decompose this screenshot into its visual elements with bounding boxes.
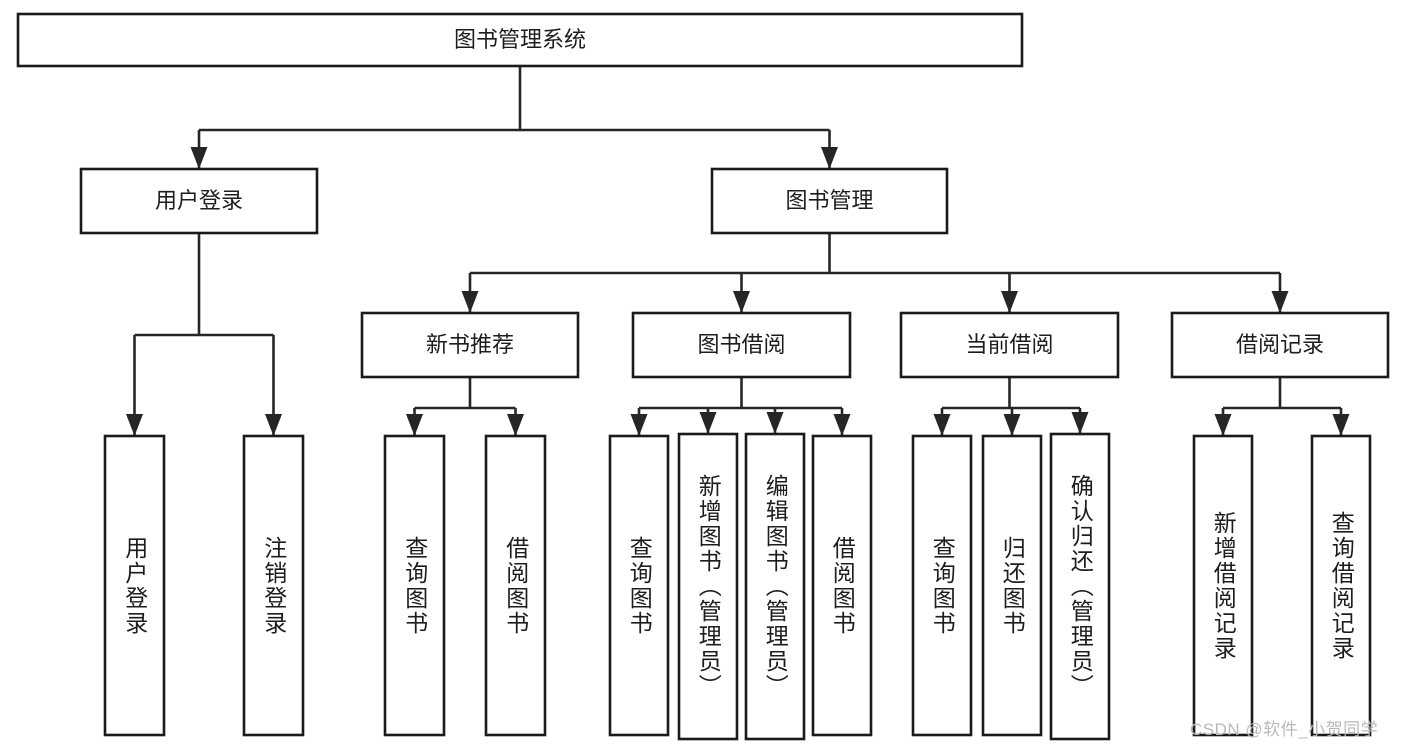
book-borrow-to-leaves-arrow-0 <box>630 414 648 436</box>
node-box-user-login <box>79 167 319 235</box>
book-borrow-to-leaves-arrow-1 <box>699 412 717 434</box>
node-box-leaf-user-logout <box>242 434 305 737</box>
node-box-leaf-user-login <box>103 434 166 737</box>
current-borrow-to-leaves-arrow-1 <box>1003 414 1021 436</box>
node-label-borrow-records: 借阅记录 <box>1236 332 1324 357</box>
node-box-leaf-borrow-books-rec <box>484 434 547 737</box>
bookmgmt-to-level3-arrow-2 <box>1001 291 1018 313</box>
node-box-book-management <box>710 167 949 235</box>
node-box-layer <box>16 12 1390 741</box>
node-box-new-book-recommend <box>360 311 580 379</box>
node-box-leaf-query-books-borrow <box>608 434 670 737</box>
current-borrow-to-leaves-arrow-2 <box>1071 412 1089 434</box>
node-box-leaf-query-books-rec <box>383 434 446 737</box>
node-label-current-borrow: 当前借阅 <box>965 332 1053 357</box>
book-borrow-to-leaves-arrow-3 <box>833 414 851 436</box>
borrow-records-to-leaves-arrow-1 <box>1332 414 1350 436</box>
bookmgmt-to-level3-arrow-0 <box>461 291 479 313</box>
node-box-borrow-records <box>1170 311 1390 379</box>
node-box-leaf-add-borrow-record <box>1192 434 1254 737</box>
user-login-to-leaves-arrow-1 <box>265 414 282 436</box>
new-book-recommend-to-leaves-arrow-0 <box>406 414 423 436</box>
node-box-leaf-confirm-return-admin <box>1049 432 1111 741</box>
user-login-to-leaves-arrow-0 <box>126 414 143 436</box>
new-book-recommend-to-leaves-arrow-1 <box>507 414 524 436</box>
book-borrow-to-leaves-arrow-2 <box>766 412 784 434</box>
node-box-leaf-borrow-book <box>811 434 873 737</box>
node-box-current-borrow <box>899 311 1120 379</box>
node-label-user-login: 用户登录 <box>155 188 243 213</box>
node-box-leaf-query-borrow-record <box>1310 434 1372 737</box>
node-box-leaf-add-book-admin <box>677 432 739 741</box>
connector-layer <box>126 66 1350 436</box>
root-to-level2-arrow-0 <box>190 147 208 169</box>
current-borrow-to-leaves-arrow-0 <box>933 414 951 436</box>
node-box-book-borrow <box>631 311 852 379</box>
node-box-root <box>16 12 1024 68</box>
csdn-watermark: CSDN @软件_小贺同学 <box>1190 720 1379 739</box>
node-box-leaf-query-books-current <box>911 434 973 737</box>
node-label-new-book-recommend: 新书推荐 <box>426 332 514 357</box>
node-label-book-borrow: 图书借阅 <box>697 332 785 357</box>
bookmgmt-to-level3-arrow-3 <box>1271 291 1289 313</box>
bookmgmt-to-level3-arrow-1 <box>733 291 750 313</box>
node-box-leaf-edit-book-admin <box>744 432 806 741</box>
node-label-book-management: 图书管理 <box>785 188 873 213</box>
node-box-leaf-return-book <box>981 434 1043 737</box>
root-to-level2-arrow-1 <box>821 147 838 169</box>
borrow-records-to-leaves-arrow-0 <box>1214 414 1232 436</box>
node-label-root: 图书管理系统 <box>454 27 586 52</box>
